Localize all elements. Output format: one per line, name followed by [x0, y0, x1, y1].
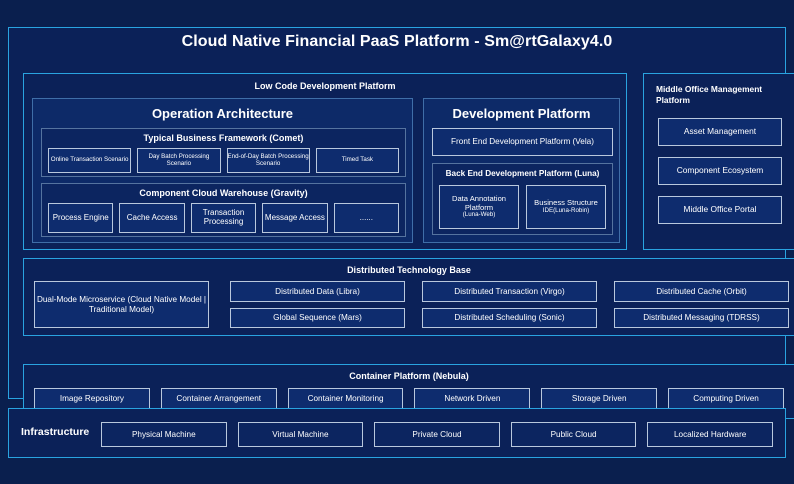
infrastructure-item-virtual-machine[interactable]: Virtual Machine	[237, 422, 364, 447]
luna-item-data-annotation-platform[interactable]: Data Annotation Platform (Luna-Web)	[439, 185, 519, 229]
infrastructure-panel: Infrastructure Physical Machine Virtual …	[8, 408, 786, 458]
operation-architecture-panel: Operation Architecture Typical Business …	[32, 98, 413, 243]
comet-item-day-batch-processing-scenario[interactable]: Day Batch Processing Scenario	[137, 148, 221, 173]
container-item-image-repository[interactable]: Image Repository	[34, 388, 150, 410]
development-platform-panel: Development Platform Front End Developme…	[423, 98, 620, 243]
component-cloud-warehouse-items: Process Engine Cache Access Transaction …	[48, 203, 400, 233]
luna-item-1-sub: IDE(Luna-Robin)	[542, 206, 590, 214]
infrastructure-item-private-cloud[interactable]: Private Cloud	[374, 422, 500, 447]
middle-office-item-asset-management[interactable]: Asset Management	[658, 118, 782, 146]
back-end-development-platform-group: Back End Development Platform (Luna) Dat…	[432, 163, 613, 235]
development-platform-title: Development Platform	[452, 106, 591, 121]
container-item-network-driven[interactable]: Network Driven	[414, 388, 531, 410]
container-item-container-monitoring[interactable]: Container Monitoring	[287, 388, 404, 410]
infrastructure-item-localized-hardware[interactable]: Localized Hardware	[647, 422, 773, 447]
dtb-item-dual-mode-microservice[interactable]: Dual-Mode Microservice (Cloud Native Mod…	[34, 281, 209, 328]
dtb-item-distributed-transaction[interactable]: Distributed Transaction (Virgo)	[422, 281, 597, 302]
dtb-column-3: Distributed Cache (Orbit) Distributed Me…	[614, 281, 789, 328]
dtb-column-1: Distributed Data (Libra) Global Sequence…	[230, 281, 405, 328]
typical-business-framework-title: Typical Business Framework (Comet)	[143, 133, 304, 143]
container-item-storage-driven[interactable]: Storage Driven	[541, 388, 658, 410]
comet-item-timed-task[interactable]: Timed Task	[315, 148, 399, 173]
dtb-item-distributed-data[interactable]: Distributed Data (Libra)	[230, 281, 405, 302]
gravity-item-process-engine[interactable]: Process Engine	[48, 203, 114, 233]
typical-business-framework-group: Typical Business Framework (Comet) Onlin…	[41, 128, 406, 177]
front-end-development-platform[interactable]: Front End Development Platform (Vela)	[432, 128, 613, 156]
back-end-development-platform-title: Back End Development Platform (Luna)	[445, 169, 600, 178]
page-title: Cloud Native Financial PaaS Platform - S…	[181, 33, 613, 50]
infrastructure-label: Infrastructure	[21, 426, 90, 438]
middle-office-item-component-ecosystem[interactable]: Component Ecosystem	[658, 157, 782, 185]
low-code-development-platform-panel: Low Code Development Platform Operation …	[23, 73, 627, 250]
platform-frame: Cloud Native Financial PaaS Platform - S…	[8, 27, 794, 419]
dtb-column-2: Distributed Transaction (Virgo) Distribu…	[422, 281, 597, 328]
comet-item-online-transaction-scenario[interactable]: Online Transaction Scenario	[48, 148, 132, 173]
infrastructure-item-public-cloud[interactable]: Public Cloud	[510, 422, 637, 447]
container-platform-items: Image Repository Container Arrangement C…	[34, 388, 784, 410]
middle-office-management-platform-panel: Middle Office Management Platform Asset …	[643, 73, 794, 250]
container-item-container-arrangement[interactable]: Container Arrangement	[160, 388, 277, 410]
back-end-development-platform-items: Data Annotation Platform (Luna-Web) Busi…	[439, 185, 606, 229]
dtb-item-distributed-messaging[interactable]: Distributed Messaging (TDRSS)	[614, 307, 789, 328]
container-platform-title: Container Platform (Nebula)	[349, 371, 469, 381]
luna-item-business-structure-ide[interactable]: Business Structure IDE(Luna-Robin)	[526, 185, 606, 229]
luna-item-0-sub: (Luna-Web)	[462, 211, 496, 219]
dtb-item-global-sequence[interactable]: Global Sequence (Mars)	[230, 307, 405, 328]
gravity-item-message-access[interactable]: Message Access	[262, 203, 328, 233]
gravity-item-cache-access[interactable]: Cache Access	[119, 203, 185, 233]
luna-item-0-name: Data Annotation Platform	[451, 194, 507, 212]
operation-architecture-title: Operation Architecture	[151, 106, 294, 121]
luna-item-1-name: Business Structure	[534, 198, 598, 208]
dtb-item-distributed-cache[interactable]: Distributed Cache (Orbit)	[614, 281, 789, 302]
gravity-item-more[interactable]: ......	[333, 203, 400, 233]
gravity-item-transaction-processing[interactable]: Transaction Processing	[190, 203, 257, 233]
infrastructure-item-physical-machine[interactable]: Physical Machine	[101, 422, 227, 447]
dtb-item-distributed-scheduling[interactable]: Distributed Scheduling (Sonic)	[422, 307, 597, 328]
component-cloud-warehouse-group: Component Cloud Warehouse (Gravity) Proc…	[41, 183, 406, 237]
middle-office-platform-title: Middle Office Management Platform	[656, 84, 763, 106]
component-cloud-warehouse-title: Component Cloud Warehouse (Gravity)	[139, 188, 308, 198]
distributed-technology-base-panel: Distributed Technology Base Dual-Mode Mi…	[23, 258, 794, 336]
typical-business-framework-items: Online Transaction Scenario Day Batch Pr…	[48, 148, 399, 173]
low-code-platform-title: Low Code Development Platform	[254, 81, 396, 91]
distributed-technology-base-title: Distributed Technology Base	[347, 265, 471, 275]
container-item-computing-driven[interactable]: Computing Driven	[668, 388, 784, 410]
middle-office-item-middle-office-portal[interactable]: Middle Office Portal	[658, 196, 782, 224]
infrastructure-items: Physical Machine Virtual Machine Private…	[101, 422, 773, 447]
comet-item-end-of-day-batch-processing-scenario[interactable]: End-of-Day Batch Processing Scenario	[226, 148, 310, 173]
